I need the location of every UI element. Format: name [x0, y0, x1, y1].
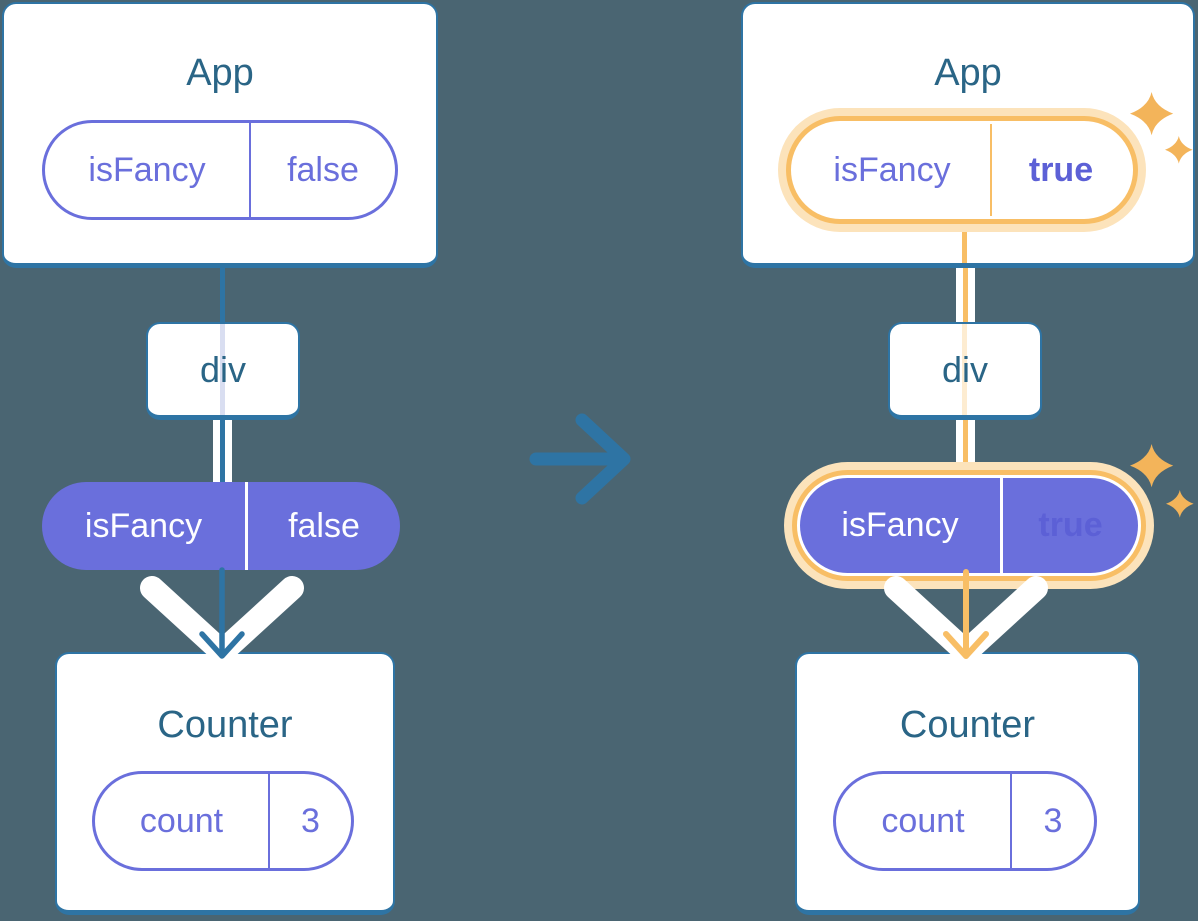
- prop-name: isFancy: [84, 506, 203, 545]
- div-node: div: [146, 322, 300, 420]
- connector-core: [220, 420, 225, 482]
- connector-core: [963, 266, 968, 322]
- connector-core: [963, 420, 968, 470]
- pill-divider: [1010, 774, 1012, 868]
- div-node: div: [888, 322, 1042, 420]
- pill-divider: [249, 123, 251, 217]
- prop-flow-connector: [956, 420, 975, 470]
- highlight-ring: isFancy true: [792, 470, 1146, 581]
- render-connector: [220, 266, 225, 322]
- pill-divider: [245, 482, 248, 570]
- render-chevron-icon: [140, 567, 304, 664]
- counter-title: Counter: [899, 704, 1036, 746]
- sparkles-icon: [1130, 92, 1193, 164]
- pill-divider: [268, 774, 270, 868]
- passed-prop-pill: isFancy false: [42, 482, 400, 570]
- state-name: count: [139, 801, 224, 840]
- prop-name: isFancy: [833, 150, 951, 189]
- counter-title: Counter: [157, 704, 293, 746]
- prop-value: false: [288, 506, 360, 545]
- passthrough-line: [962, 324, 967, 415]
- connector-casing: [213, 420, 220, 482]
- highlight-ring: isFancy true: [786, 116, 1138, 224]
- prop-arrow-icon: [199, 567, 245, 659]
- state-value: 3: [1043, 801, 1063, 840]
- sparkles-icon: [1130, 444, 1194, 518]
- connector-casing: [956, 420, 963, 470]
- app-title: App: [934, 52, 1002, 94]
- div-label: div: [199, 348, 247, 390]
- passthrough-line: [220, 324, 225, 415]
- connector-casing: [968, 266, 975, 322]
- div-label: div: [941, 348, 989, 390]
- prop-name: isFancy: [841, 506, 959, 544]
- prop-value: true: [1038, 506, 1103, 544]
- prop-flow-connector: [213, 420, 232, 482]
- transition-arrow-icon: [529, 413, 631, 505]
- app-node: App isFancy true: [741, 2, 1195, 268]
- connector-casing: [956, 266, 963, 322]
- state-name: count: [881, 801, 965, 840]
- app-title: App: [186, 52, 254, 94]
- prop-name: isFancy: [88, 150, 206, 189]
- counter-node: Counter count 3: [795, 652, 1140, 915]
- app-node: App isFancy false: [2, 2, 438, 268]
- prop-value: false: [287, 150, 359, 189]
- prop-arrow-icon: [943, 569, 989, 659]
- counter-node: Counter count 3: [55, 652, 395, 915]
- connector-casing: [968, 420, 975, 470]
- prop-flow-connector: [956, 266, 975, 322]
- state-value: 3: [301, 801, 320, 840]
- prop-flow-line: [962, 228, 967, 263]
- pill-divider: [990, 124, 992, 216]
- state-pill: count 3: [833, 771, 1097, 871]
- pill-divider: [1000, 478, 1003, 573]
- passed-prop-pill: isFancy true: [800, 478, 1138, 573]
- render-chevron-icon: [884, 569, 1048, 664]
- connector-casing: [225, 420, 232, 482]
- app-prop-pill: isFancy true: [794, 124, 1130, 216]
- prop-value: true: [1028, 150, 1094, 189]
- app-prop-pill: isFancy false: [42, 120, 398, 220]
- state-pill: count 3: [92, 771, 354, 871]
